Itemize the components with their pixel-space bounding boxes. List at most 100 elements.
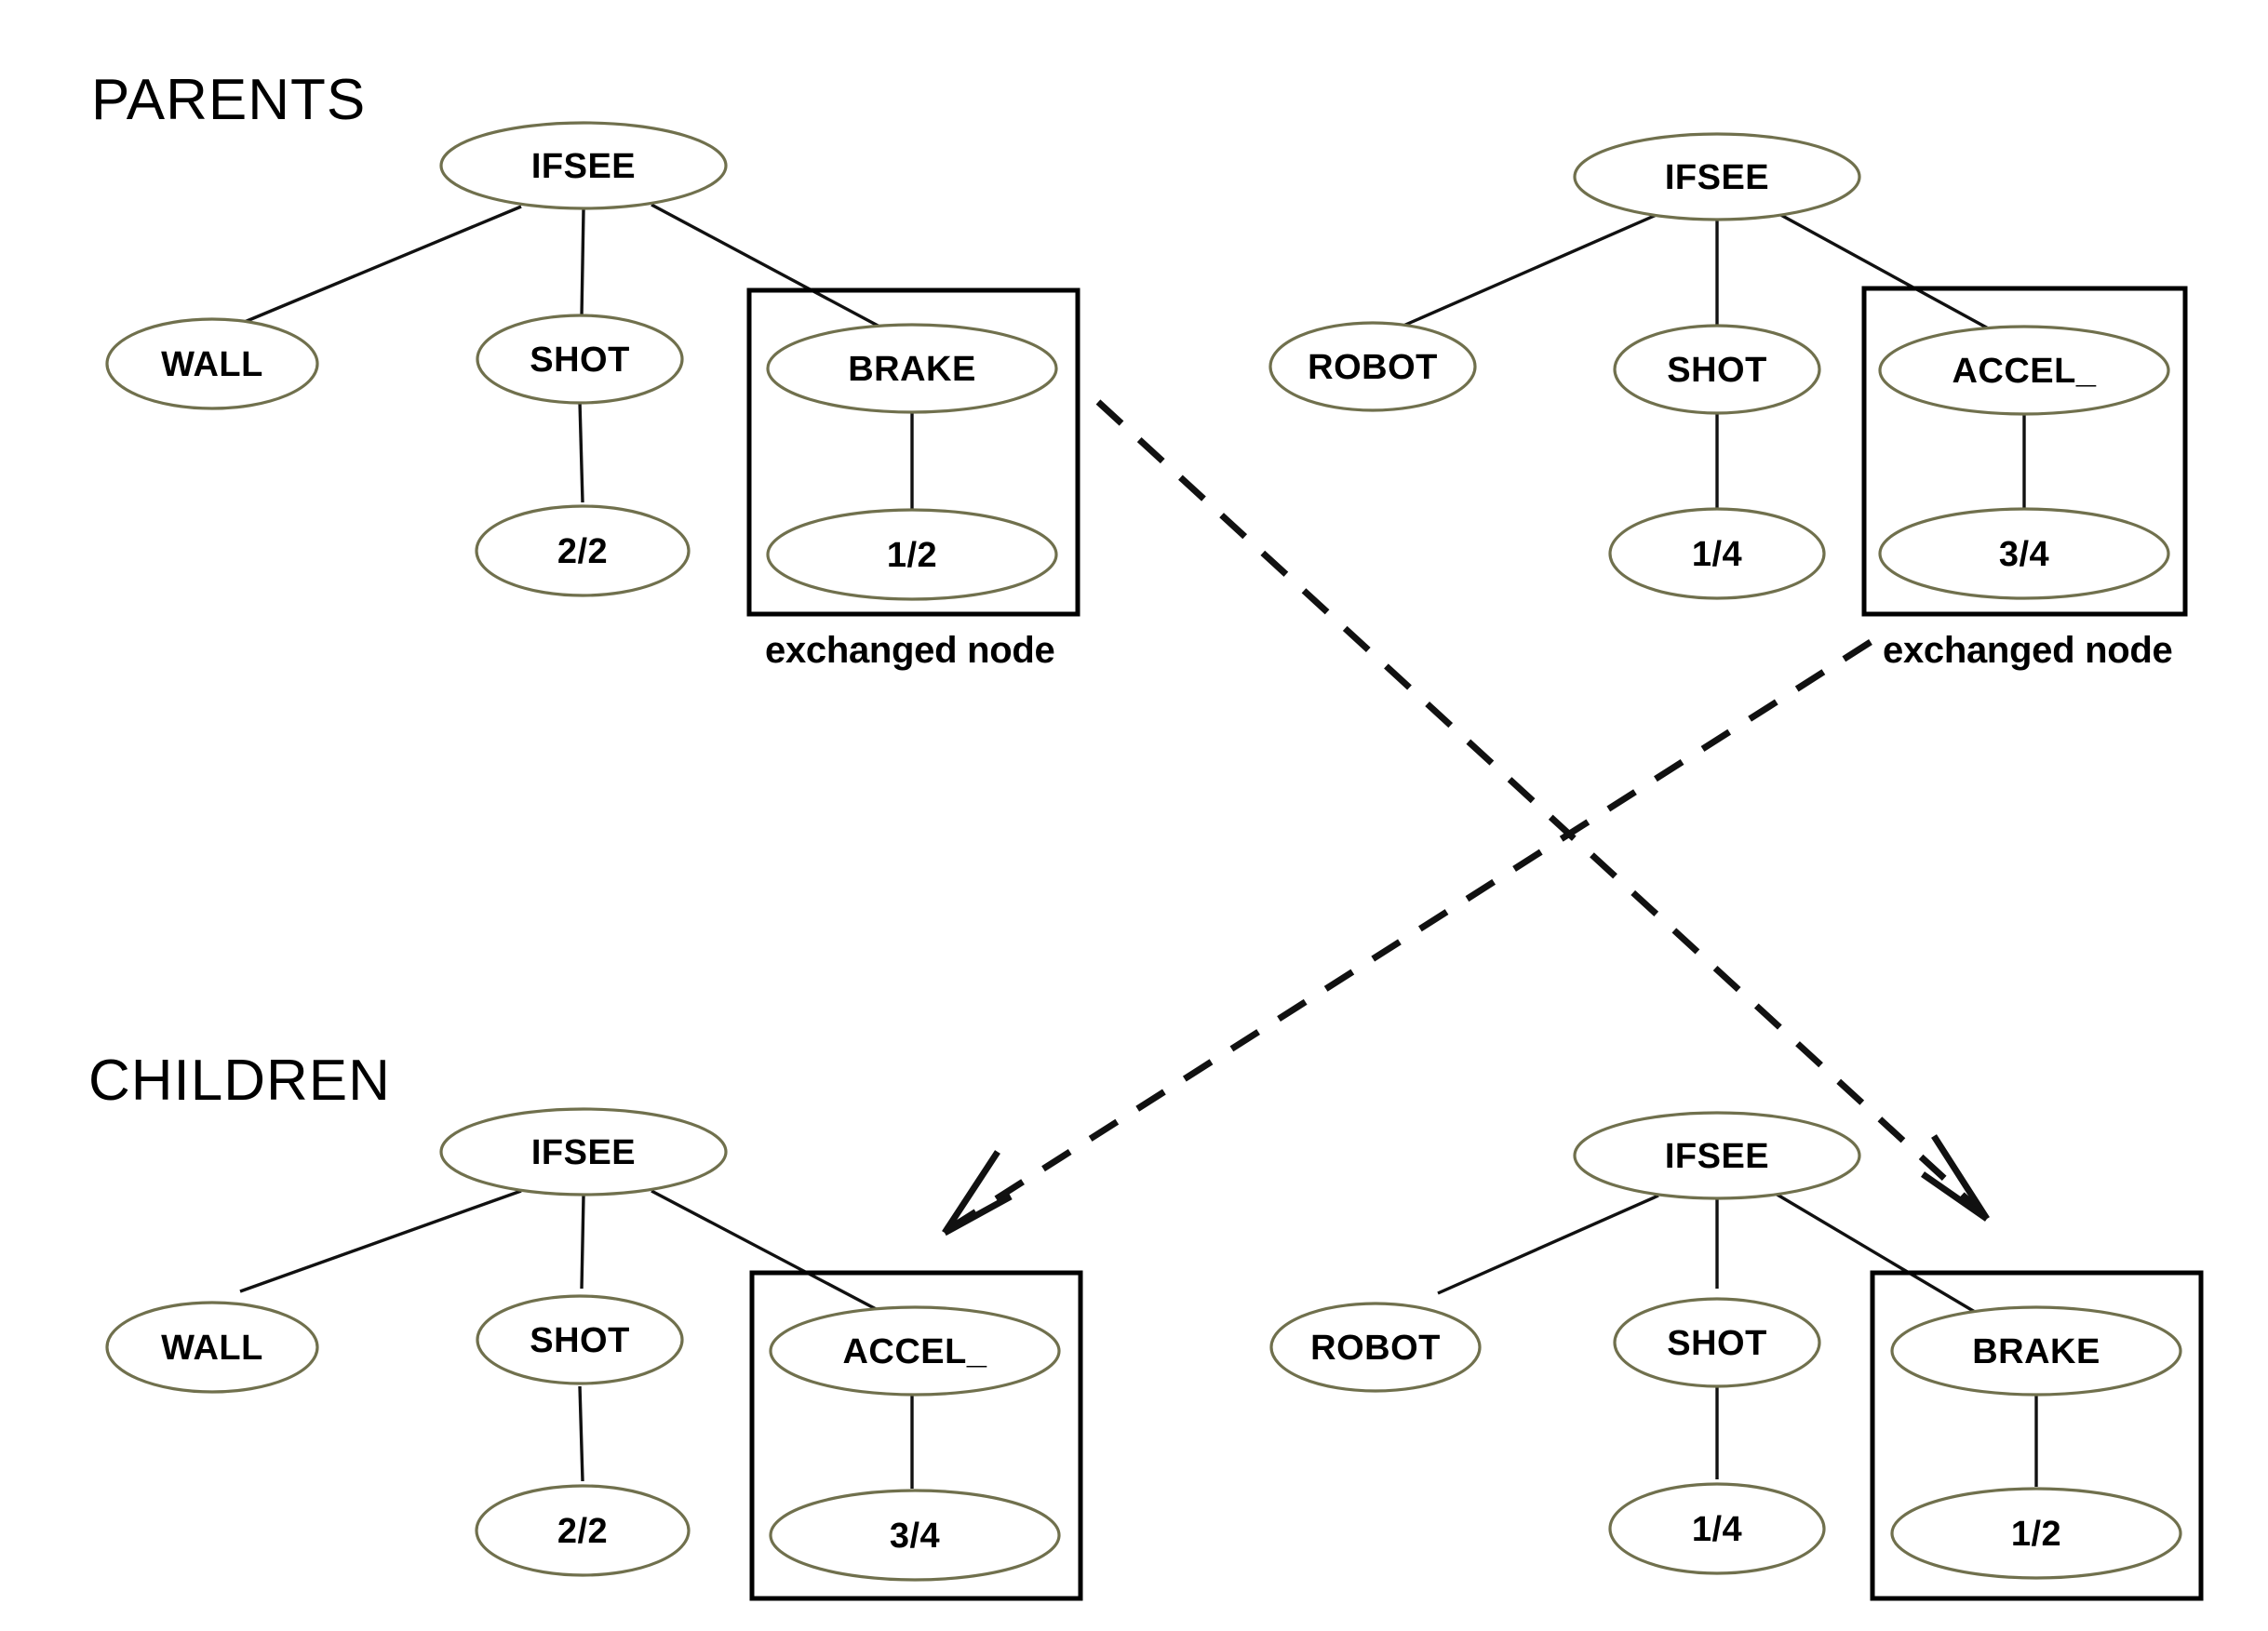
ellipse-shape bbox=[475, 504, 691, 597]
node-parent-left-child3[interactable]: BRAKE bbox=[766, 323, 1058, 414]
node-child-left-child2[interactable]: SHOT bbox=[476, 1294, 684, 1385]
node-text: IFSEE bbox=[531, 1133, 636, 1172]
node-text: 3/4 bbox=[1999, 535, 2049, 574]
node-child-right-child3-leaf[interactable]: 1/2 bbox=[1890, 1487, 2182, 1580]
parent-left-exchanged-caption: exchanged node bbox=[765, 630, 1054, 671]
node-text: WALL bbox=[161, 345, 263, 384]
ellipse-shape bbox=[766, 323, 1058, 414]
edge-root-to-shot bbox=[580, 1195, 585, 1290]
ellipse-shape bbox=[1269, 1302, 1482, 1393]
ellipse-shape bbox=[1878, 507, 2170, 600]
ellipse-shape bbox=[1268, 321, 1477, 412]
node-text: 1/4 bbox=[1692, 1510, 1742, 1549]
ellipse-shape bbox=[1890, 1487, 2182, 1580]
edge-root-to-brake bbox=[1775, 1192, 1976, 1314]
node-parent-left-root[interactable]: IFSEE bbox=[439, 121, 728, 210]
edge-shot-to-leaf bbox=[578, 401, 584, 503]
parent-left-exchanged-box bbox=[746, 287, 1080, 617]
ellipse-shape bbox=[1878, 325, 2170, 416]
node-parent-left-child1[interactable]: WALL bbox=[105, 317, 319, 410]
node-text: ACCEL_ bbox=[842, 1332, 986, 1371]
child-right-tree: IFSEE ROBOT SHOT 1/4 BRAKE 1/2 bbox=[1269, 1111, 2204, 1601]
ellipse-shape bbox=[105, 317, 319, 410]
node-parent-right-child3-leaf[interactable]: 3/4 bbox=[1878, 507, 2170, 600]
ellipse-shape bbox=[766, 508, 1058, 601]
node-child-right-root[interactable]: IFSEE bbox=[1573, 1111, 1861, 1200]
node-text: 1/2 bbox=[887, 536, 937, 575]
ellipse-shape bbox=[439, 1107, 728, 1197]
crossover-line-right-to-left bbox=[951, 639, 1872, 1229]
node-child-left-child2-leaf[interactable]: 2/2 bbox=[475, 1484, 691, 1577]
ellipse-shape bbox=[1613, 1297, 1821, 1388]
child-left-tree: IFSEE WALL SHOT 2/2 ACCEL_ 3/4 bbox=[105, 1107, 1083, 1601]
node-text: IFSEE bbox=[531, 147, 636, 186]
edge-root-to-robot bbox=[1402, 212, 1659, 328]
child-right-exchanged-box bbox=[1870, 1270, 2204, 1601]
ellipse-shape bbox=[769, 1489, 1061, 1582]
node-text: ROBOT bbox=[1310, 1329, 1441, 1368]
node-child-left-root[interactable]: IFSEE bbox=[439, 1107, 728, 1197]
node-child-right-child3[interactable]: BRAKE bbox=[1890, 1305, 2182, 1397]
node-text: SHOT bbox=[530, 341, 630, 380]
node-child-left-child3-leaf[interactable]: 3/4 bbox=[769, 1489, 1061, 1582]
arrowhead-left bbox=[942, 1150, 1013, 1237]
edge-shot-to-leaf bbox=[578, 1385, 584, 1482]
node-parent-right-child1[interactable]: ROBOT bbox=[1268, 321, 1477, 412]
parent-right-exchanged-caption: exchanged node bbox=[1883, 630, 2172, 671]
node-text: IFSEE bbox=[1665, 158, 1769, 197]
parents-title: PARENTS bbox=[91, 68, 366, 132]
ellipse-shape bbox=[1608, 1482, 1826, 1575]
node-text: WALL bbox=[161, 1329, 263, 1368]
crossover-arrows bbox=[942, 399, 1990, 1237]
edge-root-to-accel bbox=[1775, 210, 1993, 332]
node-text: SHOT bbox=[1667, 1324, 1767, 1363]
child-left-exchanged-box bbox=[749, 1270, 1083, 1601]
edge-root-to-robot bbox=[1437, 1194, 1659, 1295]
node-child-left-child3[interactable]: ACCEL_ bbox=[769, 1305, 1061, 1397]
parent-left-tree: IFSEE WALL SHOT 2/2 BRAKE 1/2 exchanged … bbox=[105, 121, 1080, 671]
arrowhead-right bbox=[1921, 1134, 1990, 1222]
ellipse-shape bbox=[476, 314, 684, 405]
node-text: 1/4 bbox=[1692, 535, 1742, 574]
parent-right-tree: IFSEE ROBOT SHOT 1/4 ACCEL_ 3/4 exchange… bbox=[1268, 132, 2188, 671]
node-text: 2/2 bbox=[557, 532, 608, 571]
node-child-right-child2[interactable]: SHOT bbox=[1613, 1297, 1821, 1388]
node-parent-left-child2-leaf[interactable]: 2/2 bbox=[475, 504, 691, 597]
node-text: BRAKE bbox=[848, 350, 976, 389]
ellipse-shape bbox=[1573, 1111, 1861, 1200]
node-parent-right-child3[interactable]: ACCEL_ bbox=[1878, 325, 2170, 416]
node-child-right-child1[interactable]: ROBOT bbox=[1269, 1302, 1482, 1393]
ellipse-shape bbox=[105, 1301, 319, 1394]
ellipse-shape bbox=[1613, 324, 1821, 415]
children-title: CHILDREN bbox=[88, 1049, 391, 1113]
ellipse-shape bbox=[1608, 507, 1826, 600]
node-text: 2/2 bbox=[557, 1512, 608, 1551]
node-parent-right-root[interactable]: IFSEE bbox=[1573, 132, 1861, 221]
ellipse-shape bbox=[1890, 1305, 2182, 1397]
parent-right-exchanged-box bbox=[1861, 286, 2188, 617]
ellipse-shape bbox=[1573, 132, 1861, 221]
node-parent-left-child2[interactable]: SHOT bbox=[476, 314, 684, 405]
node-text: 1/2 bbox=[2011, 1515, 2061, 1554]
node-parent-left-child3-leaf[interactable]: 1/2 bbox=[766, 508, 1058, 601]
node-parent-right-child2-leaf[interactable]: 1/4 bbox=[1608, 507, 1826, 600]
ellipse-shape bbox=[476, 1294, 684, 1385]
node-child-right-child2-leaf[interactable]: 1/4 bbox=[1608, 1482, 1826, 1575]
node-text: SHOT bbox=[530, 1321, 630, 1360]
node-text: SHOT bbox=[1667, 351, 1767, 390]
node-text: ACCEL_ bbox=[1952, 352, 2096, 391]
node-parent-right-child2[interactable]: SHOT bbox=[1613, 324, 1821, 415]
ellipse-shape bbox=[439, 121, 728, 210]
ellipse-shape bbox=[475, 1484, 691, 1577]
node-child-left-child1[interactable]: WALL bbox=[105, 1301, 319, 1394]
node-text: IFSEE bbox=[1665, 1137, 1769, 1176]
edge-root-to-shot bbox=[580, 208, 585, 317]
ellipse-shape bbox=[769, 1305, 1061, 1397]
edge-root-to-wall bbox=[239, 205, 522, 326]
node-text: BRAKE bbox=[1972, 1332, 2100, 1371]
node-text: 3/4 bbox=[890, 1517, 940, 1556]
edge-root-to-wall bbox=[239, 1189, 522, 1293]
node-text: ROBOT bbox=[1308, 348, 1438, 387]
